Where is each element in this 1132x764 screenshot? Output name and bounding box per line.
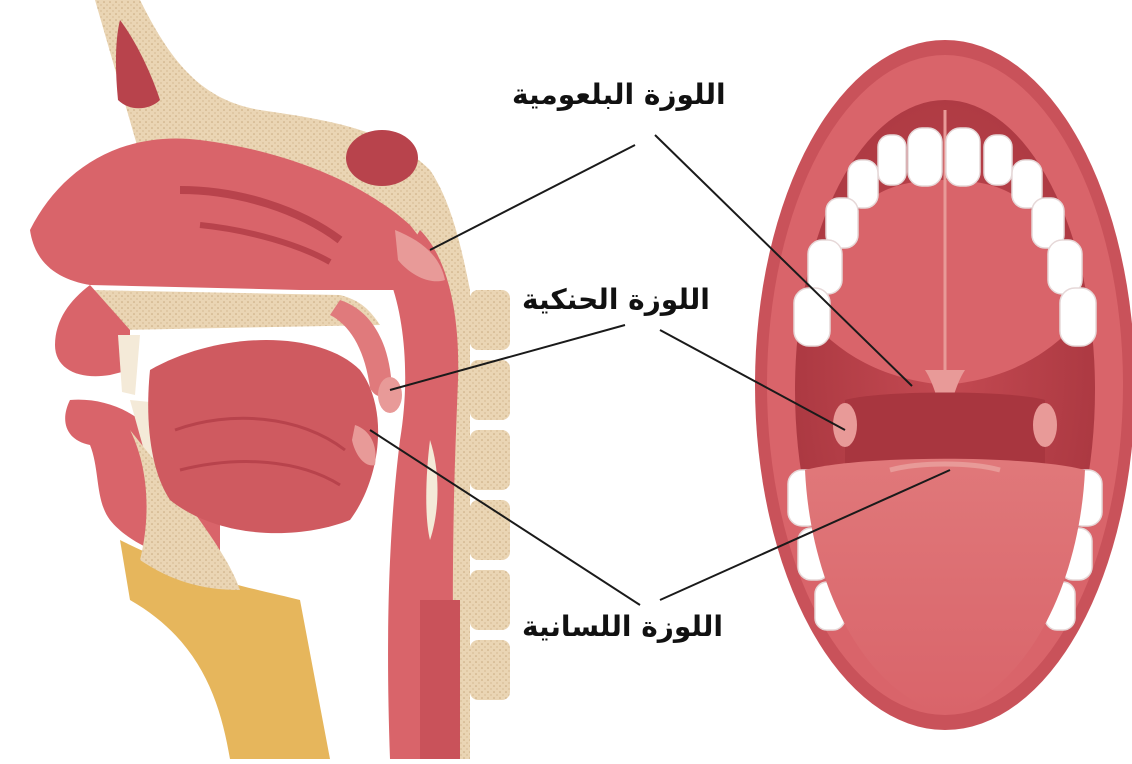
palatine-tonsil-right — [1033, 403, 1057, 447]
palatine-tonsil-label: اللوزة الحنكية — [522, 283, 710, 316]
sagittal-section — [30, 0, 510, 759]
throat — [845, 393, 1045, 471]
palatine-tonsil — [378, 377, 402, 413]
lingual-tonsil-label: اللوزة اللسانية — [522, 610, 723, 643]
tongue — [148, 340, 378, 533]
open-mouth-view — [755, 40, 1132, 730]
trachea — [420, 600, 460, 759]
sphenoid-sinus — [346, 130, 418, 186]
upper-incisor — [118, 335, 140, 395]
vertebrae — [470, 290, 510, 700]
adenoid-leader-left — [430, 145, 635, 250]
adenoid-tonsil-label: اللوزة البلعومية — [512, 78, 726, 111]
